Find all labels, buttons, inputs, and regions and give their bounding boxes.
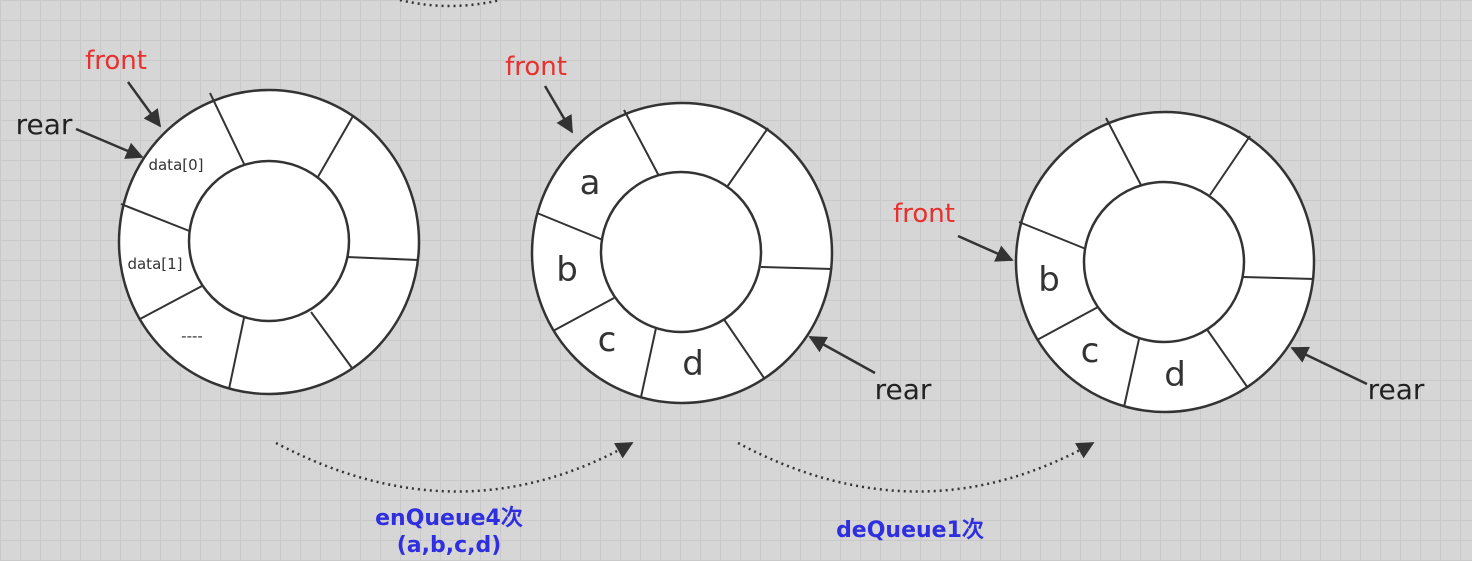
ring-3-dividers	[1018, 117, 1315, 408]
ring-2-cell-2: c	[598, 320, 617, 360]
ring-1-cell-2: ----	[181, 327, 203, 345]
ring-2-cell-3: d	[682, 344, 704, 384]
ring-2-front-label: front	[505, 52, 567, 82]
enqueue-label: enQueue4次	[375, 505, 523, 531]
ring-1: data[0] data[1] ---- front rear	[16, 46, 421, 396]
ring-1-dividers	[120, 92, 419, 390]
ring-3-cell-3: d	[1164, 355, 1186, 395]
ring-1-rear-arrow	[75, 127, 144, 159]
top-partial-arc	[399, 0, 501, 8]
ring-1-rear-label: rear	[16, 108, 73, 141]
ring-3-rear-label: rear	[1368, 373, 1425, 406]
ring-3-front-arrow	[957, 234, 1014, 262]
ring-3-front-label: front	[893, 199, 955, 229]
ring-2-front-arrow	[543, 85, 574, 134]
ring-1-inner	[187, 159, 351, 323]
ring-3-inner	[1082, 180, 1246, 344]
ring-3-cell-1: b	[1038, 260, 1060, 300]
ring-2-cell-0: a	[580, 163, 601, 203]
ring-1-front-arrow	[126, 81, 162, 128]
ring-2-cell-1: b	[556, 250, 578, 290]
ring-1-front-label: front	[85, 46, 147, 76]
ring-2-rear-label: rear	[875, 373, 932, 406]
enqueue-arc-arrow	[275, 441, 634, 493]
dequeue-arc-arrow	[737, 441, 1095, 493]
ring-2-dividers	[536, 109, 833, 398]
ring-1-cell-1: data[1]	[127, 255, 182, 273]
ring-2-inner	[599, 170, 763, 334]
ring-1-cell-0: data[0]	[148, 156, 203, 174]
ring-3: b c d front rear	[893, 110, 1425, 414]
enqueue-args-label: (a,b,c,d)	[397, 533, 502, 558]
ring-2-rear-arrow	[808, 335, 876, 375]
ring-3-cell-2: c	[1081, 331, 1100, 371]
ring-3-rear-arrow	[1290, 346, 1368, 386]
ring-2: a b c d front rear	[505, 52, 932, 406]
dequeue-label: deQueue1次	[836, 517, 984, 543]
